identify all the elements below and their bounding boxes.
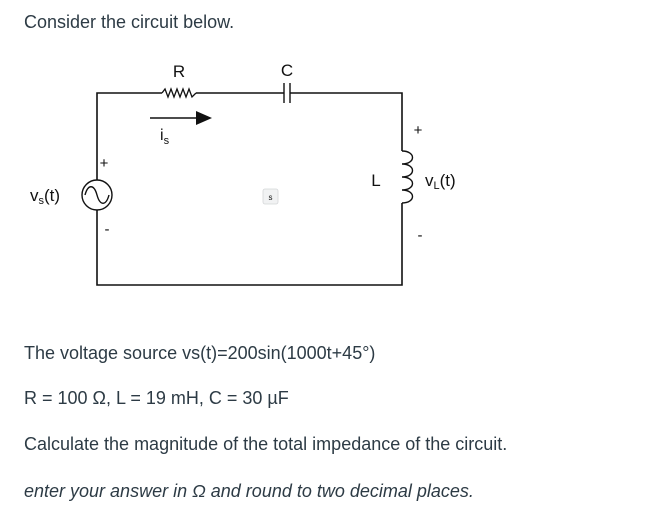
question-text: Calculate the magnitude of the total imp… [24, 434, 508, 454]
inductor-label: L [371, 171, 380, 190]
ac-wave-icon [84, 186, 110, 204]
center-badge [262, 188, 279, 205]
inductor-voltage-label: vL(t) [425, 171, 456, 192]
current-label: is [160, 127, 170, 147]
left-top-wire [96, 92, 162, 180]
current-label-subscript: s [164, 135, 170, 147]
capacitor-to-inductor-wire [290, 92, 403, 151]
inductor-plus-sign: + [414, 122, 423, 139]
inductor-voltage-subscript: L [434, 180, 440, 192]
instruction-text: enter your answer in Ω and round to two … [24, 481, 474, 501]
source-plus-sign: + [100, 155, 109, 172]
capacitor-symbol [283, 83, 291, 103]
resistor-label: R [173, 62, 185, 81]
circuit-wires [96, 92, 403, 286]
inductor-symbol [401, 150, 414, 204]
resistor-symbol [161, 87, 197, 99]
source-voltage-label: vs(t) [30, 186, 60, 207]
inductor-minus-sign: - [418, 227, 423, 244]
center-badge-text: s [269, 193, 273, 202]
capacitor-label: C [281, 61, 293, 80]
source-equation-text: The voltage source vs(t)=200sin(1000t+45… [24, 343, 376, 363]
current-arrow [150, 111, 212, 125]
source-minus-sign: - [105, 221, 110, 238]
bottom-wire [96, 203, 403, 286]
intro-text: Consider the circuit below. [24, 12, 235, 32]
component-values-text: R = 100 Ω, L = 19 mH, C = 30 µF [24, 388, 289, 408]
source-voltage-subscript: s [39, 195, 45, 207]
